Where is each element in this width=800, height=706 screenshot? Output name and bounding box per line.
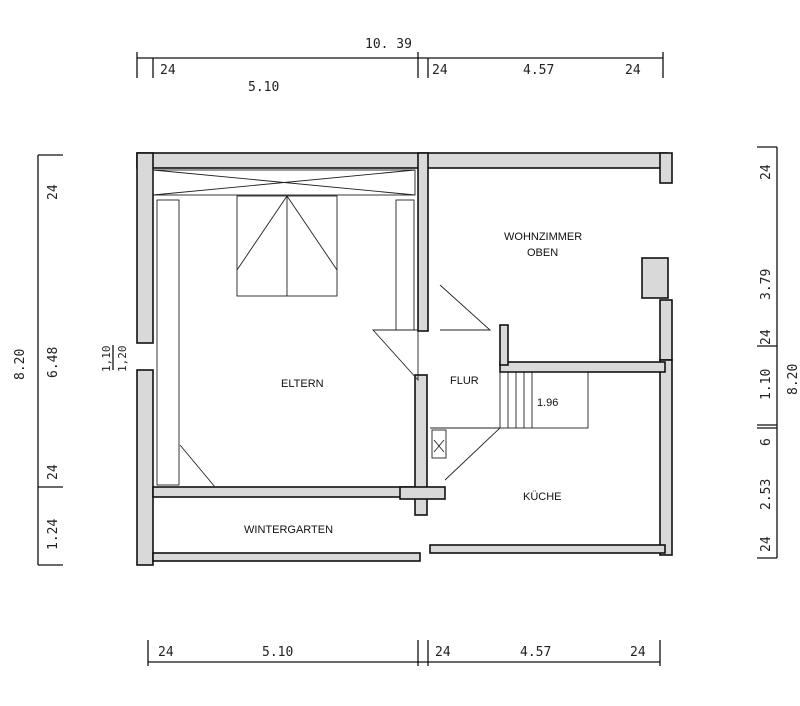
- dim-right-b: 3.79: [759, 269, 774, 300]
- dim-top-e: 24: [625, 63, 641, 78]
- left-dimension-chain: 24 6.48 24 1.24 8.20 1,10 1,20: [13, 154, 129, 566]
- top-dimension-chain: 10. 39 24 5.10 24 4.57 24: [136, 37, 664, 95]
- dim-left-d: 1.24: [46, 519, 61, 550]
- room-label-eltern: ELTERN: [281, 378, 324, 390]
- dim-bottom-d: 4.57: [520, 645, 551, 660]
- dim-right-a: 24: [759, 164, 774, 180]
- room-label-wohnzimmer-oben: OBEN: [527, 247, 558, 259]
- dim-right-c: 24: [759, 329, 774, 345]
- dim-bottom-e: 24: [630, 645, 646, 660]
- dim-left-window-2: 1,20: [116, 346, 129, 373]
- dim-top-c: 24: [432, 63, 448, 78]
- bottom-dimension-chain: 24 5.10 24 4.57 24: [147, 640, 661, 666]
- stairs: [499, 371, 589, 429]
- room-label-wohnzimmer: WOHNZIMMER: [504, 231, 582, 243]
- dim-right-e: 6: [759, 438, 774, 446]
- dim-left-window-1: 1,10: [100, 346, 113, 373]
- dim-top-d: 4.57: [523, 63, 554, 78]
- dim-left-b: 6.48: [46, 347, 61, 378]
- walls: [136, 152, 673, 566]
- dim-right-g: 24: [759, 536, 774, 552]
- dim-bottom-c: 24: [435, 645, 451, 660]
- dim-right-d: 1.10: [759, 369, 774, 400]
- right-dimension-chain: 24 3.79 24 1.10 6 2.53 24 8.20: [757, 146, 800, 559]
- dim-right-total: 8.20: [786, 364, 800, 395]
- fixtures: [152, 169, 589, 488]
- room-label-flur: FLUR: [450, 375, 479, 387]
- dim-left-total: 8.20: [13, 349, 28, 380]
- room-label-wintergarten: WINTERGARTEN: [244, 524, 333, 536]
- dim-right-f: 2.53: [759, 479, 774, 510]
- room-label-kueche: KÜCHE: [523, 491, 562, 503]
- stair-width-label: 1.96: [537, 397, 558, 409]
- dim-left-c: 24: [46, 464, 61, 480]
- dim-left-a: 24: [46, 184, 61, 200]
- dim-top-total: 10. 39: [365, 37, 412, 52]
- dim-bottom-a: 24: [158, 645, 174, 660]
- dim-top-a: 24: [160, 63, 176, 78]
- dim-bottom-b: 5.10: [262, 645, 293, 660]
- dim-top-b: 5.10: [248, 80, 279, 95]
